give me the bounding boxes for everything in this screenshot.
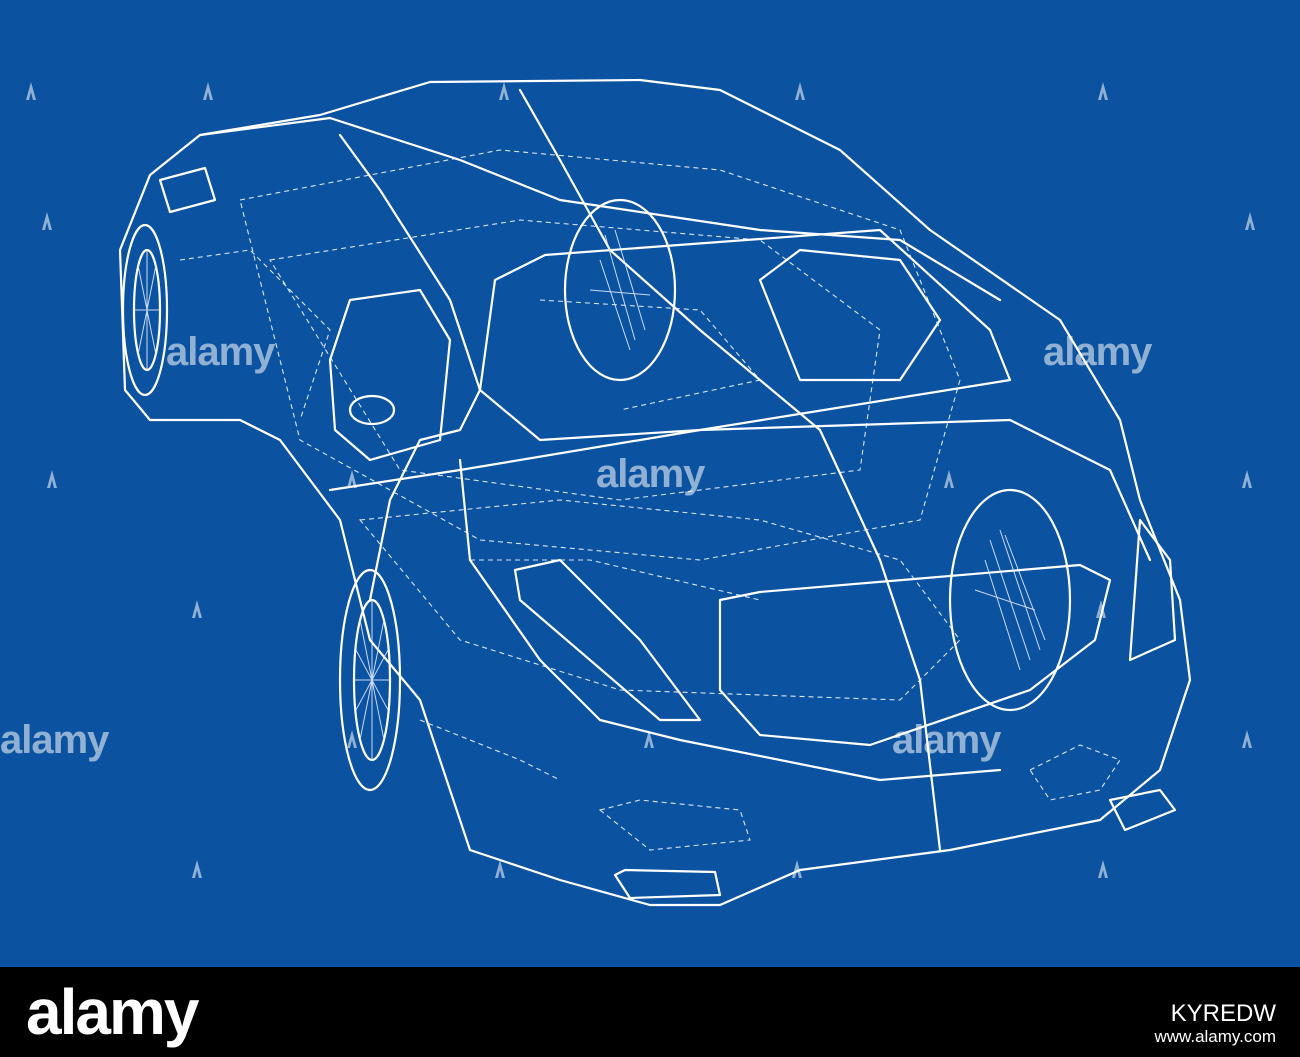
alamy-a-icon [26, 82, 36, 100]
watermark-text: alamy [1043, 330, 1152, 374]
body-outline [118, 78, 1192, 907]
wheel-front-right [948, 488, 1072, 712]
stock-footer-bar: alamy KYREDW www.alamy.com [0, 967, 1300, 1057]
car-wireframe-drawing [118, 78, 1192, 907]
seat-front-left [328, 288, 452, 462]
alamy-a-icon [42, 212, 52, 230]
fog-light-right [1108, 788, 1177, 832]
watermark-text: alamy [0, 718, 109, 762]
alamy-a-icon [944, 470, 954, 488]
site-url: www.alamy.com [1154, 1027, 1276, 1046]
windshield [478, 228, 1012, 442]
mirror-left [158, 166, 217, 214]
inner-frame-2 [269, 219, 881, 501]
wheel-rear-left-spokes [135, 250, 159, 370]
alamy-a-icon [347, 470, 357, 488]
alamy-a-icon [795, 82, 805, 100]
alamy-a-icon [1245, 212, 1255, 230]
fog-light-center [613, 868, 722, 900]
inner-frame-6 [419, 559, 761, 781]
alamy-a-icon [499, 82, 509, 100]
alamy-a-icon [792, 860, 802, 878]
inner-frame-4 [598, 799, 751, 851]
alamy-a-icon [1096, 600, 1106, 618]
alamy-a-icon [495, 860, 505, 878]
alamy-a-icon [1098, 860, 1108, 878]
image-id: KYREDW [1170, 1000, 1276, 1027]
alamy-a-icon [1242, 470, 1252, 488]
alamy-a-icon [1098, 82, 1108, 100]
hood-line [328, 418, 1152, 562]
a-pillar [338, 133, 482, 602]
alamy-a-icon [644, 730, 654, 748]
inner-frame-5 [1029, 744, 1121, 801]
alamy-a-icon [192, 600, 202, 618]
alamy-logo-text: alamy [26, 976, 199, 1048]
roof-line [198, 116, 1002, 302]
watermark-text: alamy [892, 718, 1001, 762]
alamy-a-icon [47, 470, 57, 488]
watermark-text: alamy [596, 452, 705, 496]
blueprint-canvas: alamy alamy alamy alamy alamy [0, 0, 1300, 967]
wheel-rear-left [121, 223, 169, 397]
mirror-right [348, 394, 396, 426]
alamy-a-icon [347, 730, 357, 748]
alamy-a-icon [192, 860, 202, 878]
inner-frame-3 [358, 499, 961, 701]
inner-frame-1 [239, 149, 961, 561]
front-grille [718, 563, 1112, 747]
alamy-a-icon [203, 82, 213, 100]
watermark-text: alamy [166, 330, 275, 374]
wheel-front-left [338, 568, 402, 792]
inner-frame-7 [179, 249, 762, 421]
wheel-rear-right-brake [589, 229, 651, 351]
headlight-right [1128, 518, 1177, 662]
alamy-a-icon [1242, 730, 1252, 748]
wheel-front-right-brake [974, 529, 1046, 671]
alamy-logo: alamy [22, 975, 199, 1049]
front-intake-left [513, 558, 702, 722]
wheel-rear-right [563, 198, 677, 382]
wheel-front-left-spokes [354, 600, 390, 760]
seat-front-right [758, 248, 942, 382]
